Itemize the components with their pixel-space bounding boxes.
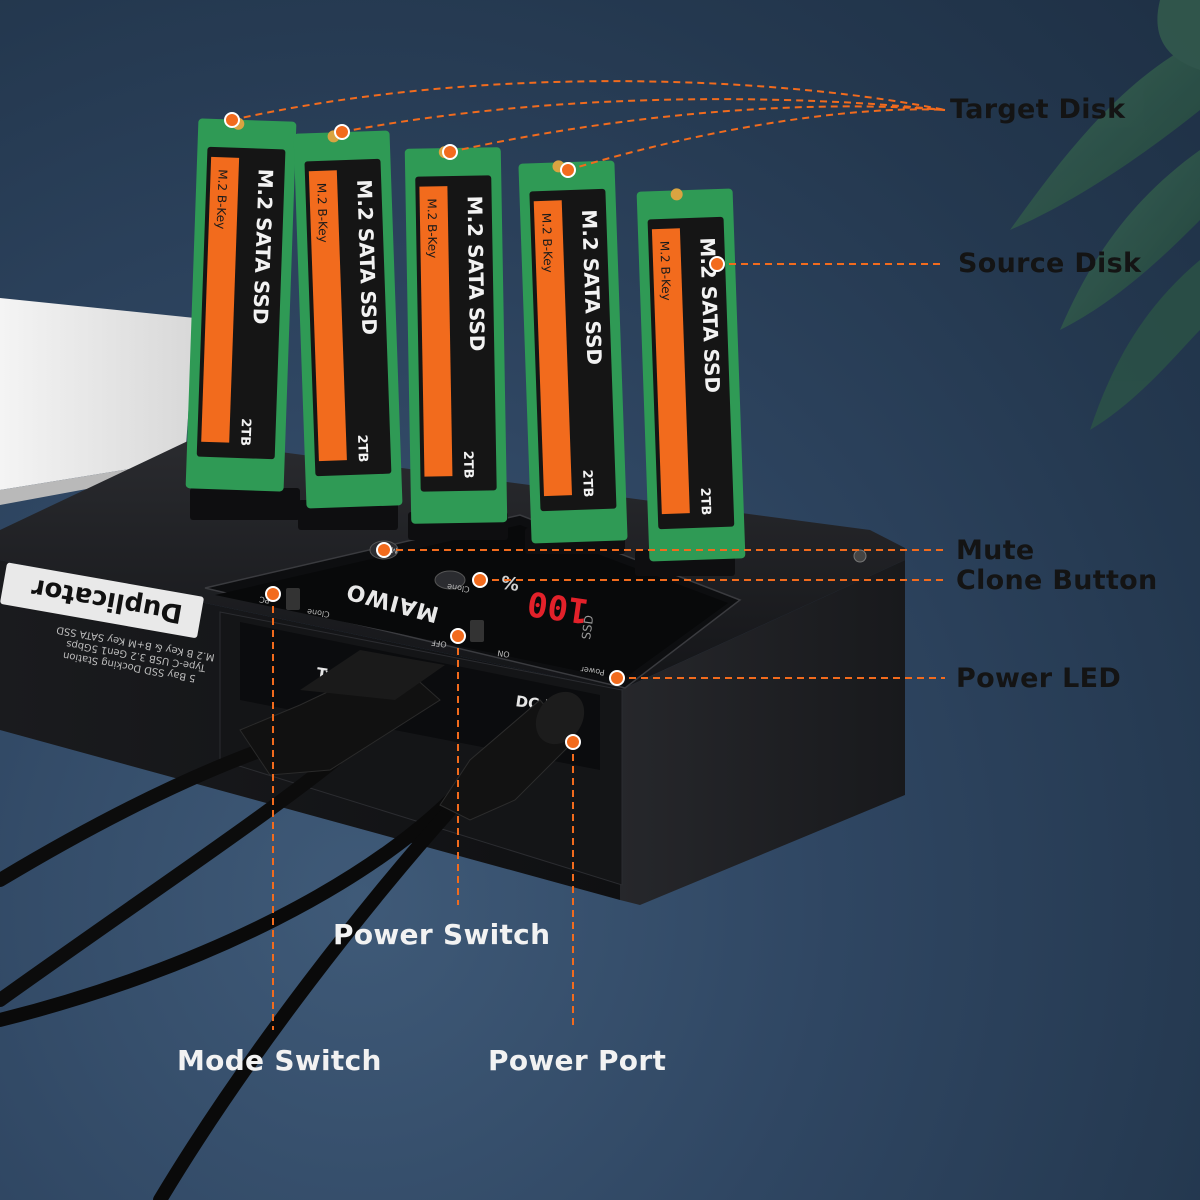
power-led-label: Power LED xyxy=(956,663,1122,694)
ssd-stripe xyxy=(533,200,572,497)
ssd-card-2: M.2 SATA SSD M.2 B-Key 2TB xyxy=(293,130,403,509)
ssd-led-text: SSD xyxy=(579,614,596,640)
ssd-title: M.2 SATA SSD xyxy=(463,195,490,351)
percent-display: 100 xyxy=(525,583,591,631)
display-percent: % xyxy=(500,571,521,594)
ssd-card-4: M.2 SATA SSD M.2 B-Key 2TB xyxy=(518,160,628,544)
ssd-stripe xyxy=(201,156,240,443)
power-led-text: Power xyxy=(579,665,605,677)
clone-button-label: Clone Button xyxy=(956,565,1158,596)
power-port-label: Power Port xyxy=(488,1044,667,1077)
switch-off-text: OFF xyxy=(430,638,447,649)
mode-switch-toggle[interactable] xyxy=(286,588,300,610)
ssd-title: M.2 SATA SSD xyxy=(577,209,606,366)
switch-on-text: ON xyxy=(497,648,510,659)
ssd-subtitle: M.2 B-Key xyxy=(539,213,555,273)
source-dot xyxy=(709,256,725,272)
target-dot-2 xyxy=(334,124,350,140)
power-led-dot xyxy=(609,670,625,686)
ssd-capacity: 2TB xyxy=(697,487,713,515)
ssd-title: M.2 SATA SSD xyxy=(248,168,277,325)
ssd-card-1: M.2 SATA SSD M.2 B-Key 2TB xyxy=(185,117,297,492)
mode-pc-text: PC xyxy=(258,595,270,605)
plant-leaves xyxy=(1010,0,1200,430)
callout-dots xyxy=(224,112,725,750)
ssd-capacity: 2TB xyxy=(354,434,370,462)
target-dot-4 xyxy=(560,162,576,178)
ssd-stripe xyxy=(651,228,690,515)
clone-button[interactable] xyxy=(434,570,466,590)
ssd-stripe xyxy=(419,186,453,477)
power-switch-label: Power Switch xyxy=(333,918,551,951)
power-switch-toggle[interactable] xyxy=(470,620,484,642)
ssd-stripe xyxy=(308,170,347,462)
source-disk-label: Source Disk xyxy=(958,248,1142,279)
ssd-capacity: 2TB xyxy=(237,418,253,446)
ssd-subtitle: M.2 B-Key xyxy=(657,241,673,301)
target-disk-label: Target Disk xyxy=(950,94,1126,125)
mode-switch-label: Mode Switch xyxy=(177,1044,382,1077)
mute-dot xyxy=(376,542,392,558)
power-port-dot xyxy=(565,734,581,750)
ssd-capacity: 2TB xyxy=(579,469,595,497)
display-digits: 100 xyxy=(525,583,591,631)
ssd-title: M.2 SATA SSD xyxy=(352,179,381,336)
ssd-subtitle: M.2 B-Key xyxy=(214,169,230,229)
target-dot-3 xyxy=(442,144,458,160)
power-switch-dot xyxy=(450,628,466,644)
cables xyxy=(0,650,585,1200)
mode-clone-text: Clone xyxy=(306,607,330,619)
ssd-capacity: 2TB xyxy=(460,451,475,479)
clone-button-text: Clone xyxy=(446,582,470,594)
screw xyxy=(853,549,867,563)
ssd-mount-notch xyxy=(670,188,683,201)
mode-switch-dot xyxy=(265,586,281,602)
ssd-card-3: M.2 SATA SSD M.2 B-Key 2TB xyxy=(404,146,508,524)
clone-dot xyxy=(472,572,488,588)
ssd-subtitle: M.2 B-Key xyxy=(314,183,330,243)
callout-lines xyxy=(231,80,946,1030)
target-dot-1 xyxy=(224,112,240,128)
mute-label: Mute xyxy=(956,535,1035,566)
ssd-subtitle: M.2 B-Key xyxy=(425,198,440,258)
